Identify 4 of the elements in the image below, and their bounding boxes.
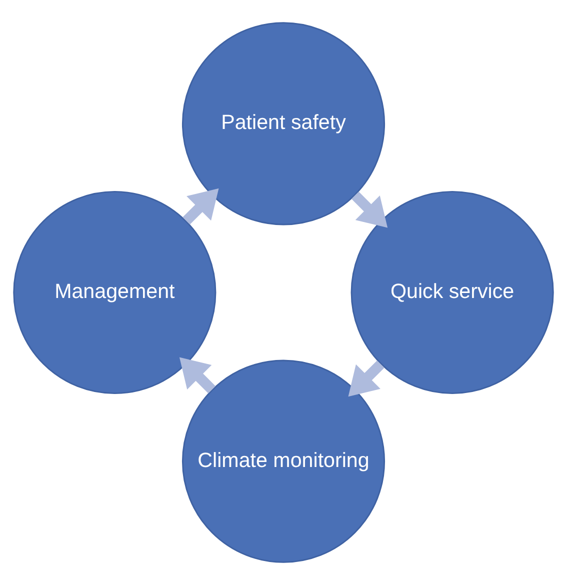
arrow — [179, 356, 216, 393]
arrow — [182, 188, 219, 224]
arrow — [348, 360, 384, 396]
arrow — [351, 191, 388, 228]
